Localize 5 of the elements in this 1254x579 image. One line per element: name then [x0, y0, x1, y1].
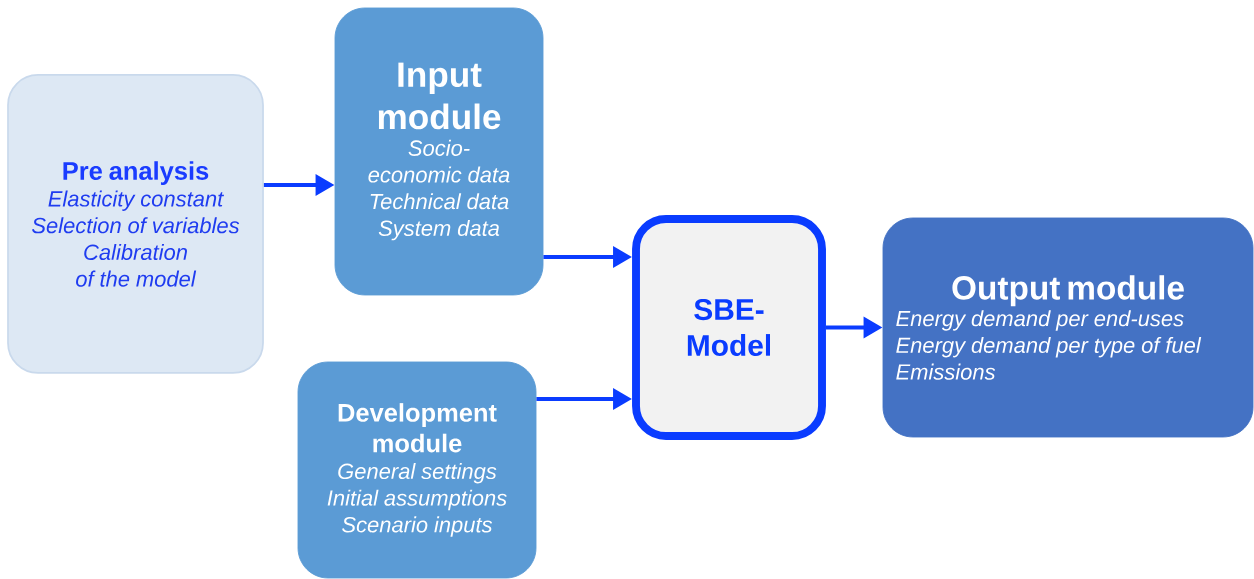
process-box: Input module Socio-economic data Technical data System data	[334, 7, 544, 296]
process-box: Development module General settings Initial assumptions Scenario inputs	[297, 361, 537, 579]
model-box: SBE-Model	[632, 215, 826, 440]
process-box: Pre analysis Elasticity constant Selection of variables Calibration of the model	[7, 74, 264, 374]
process-box: Output module Energy demand per end-uses Energy demand per type of fuel Emissions	[882, 217, 1254, 438]
